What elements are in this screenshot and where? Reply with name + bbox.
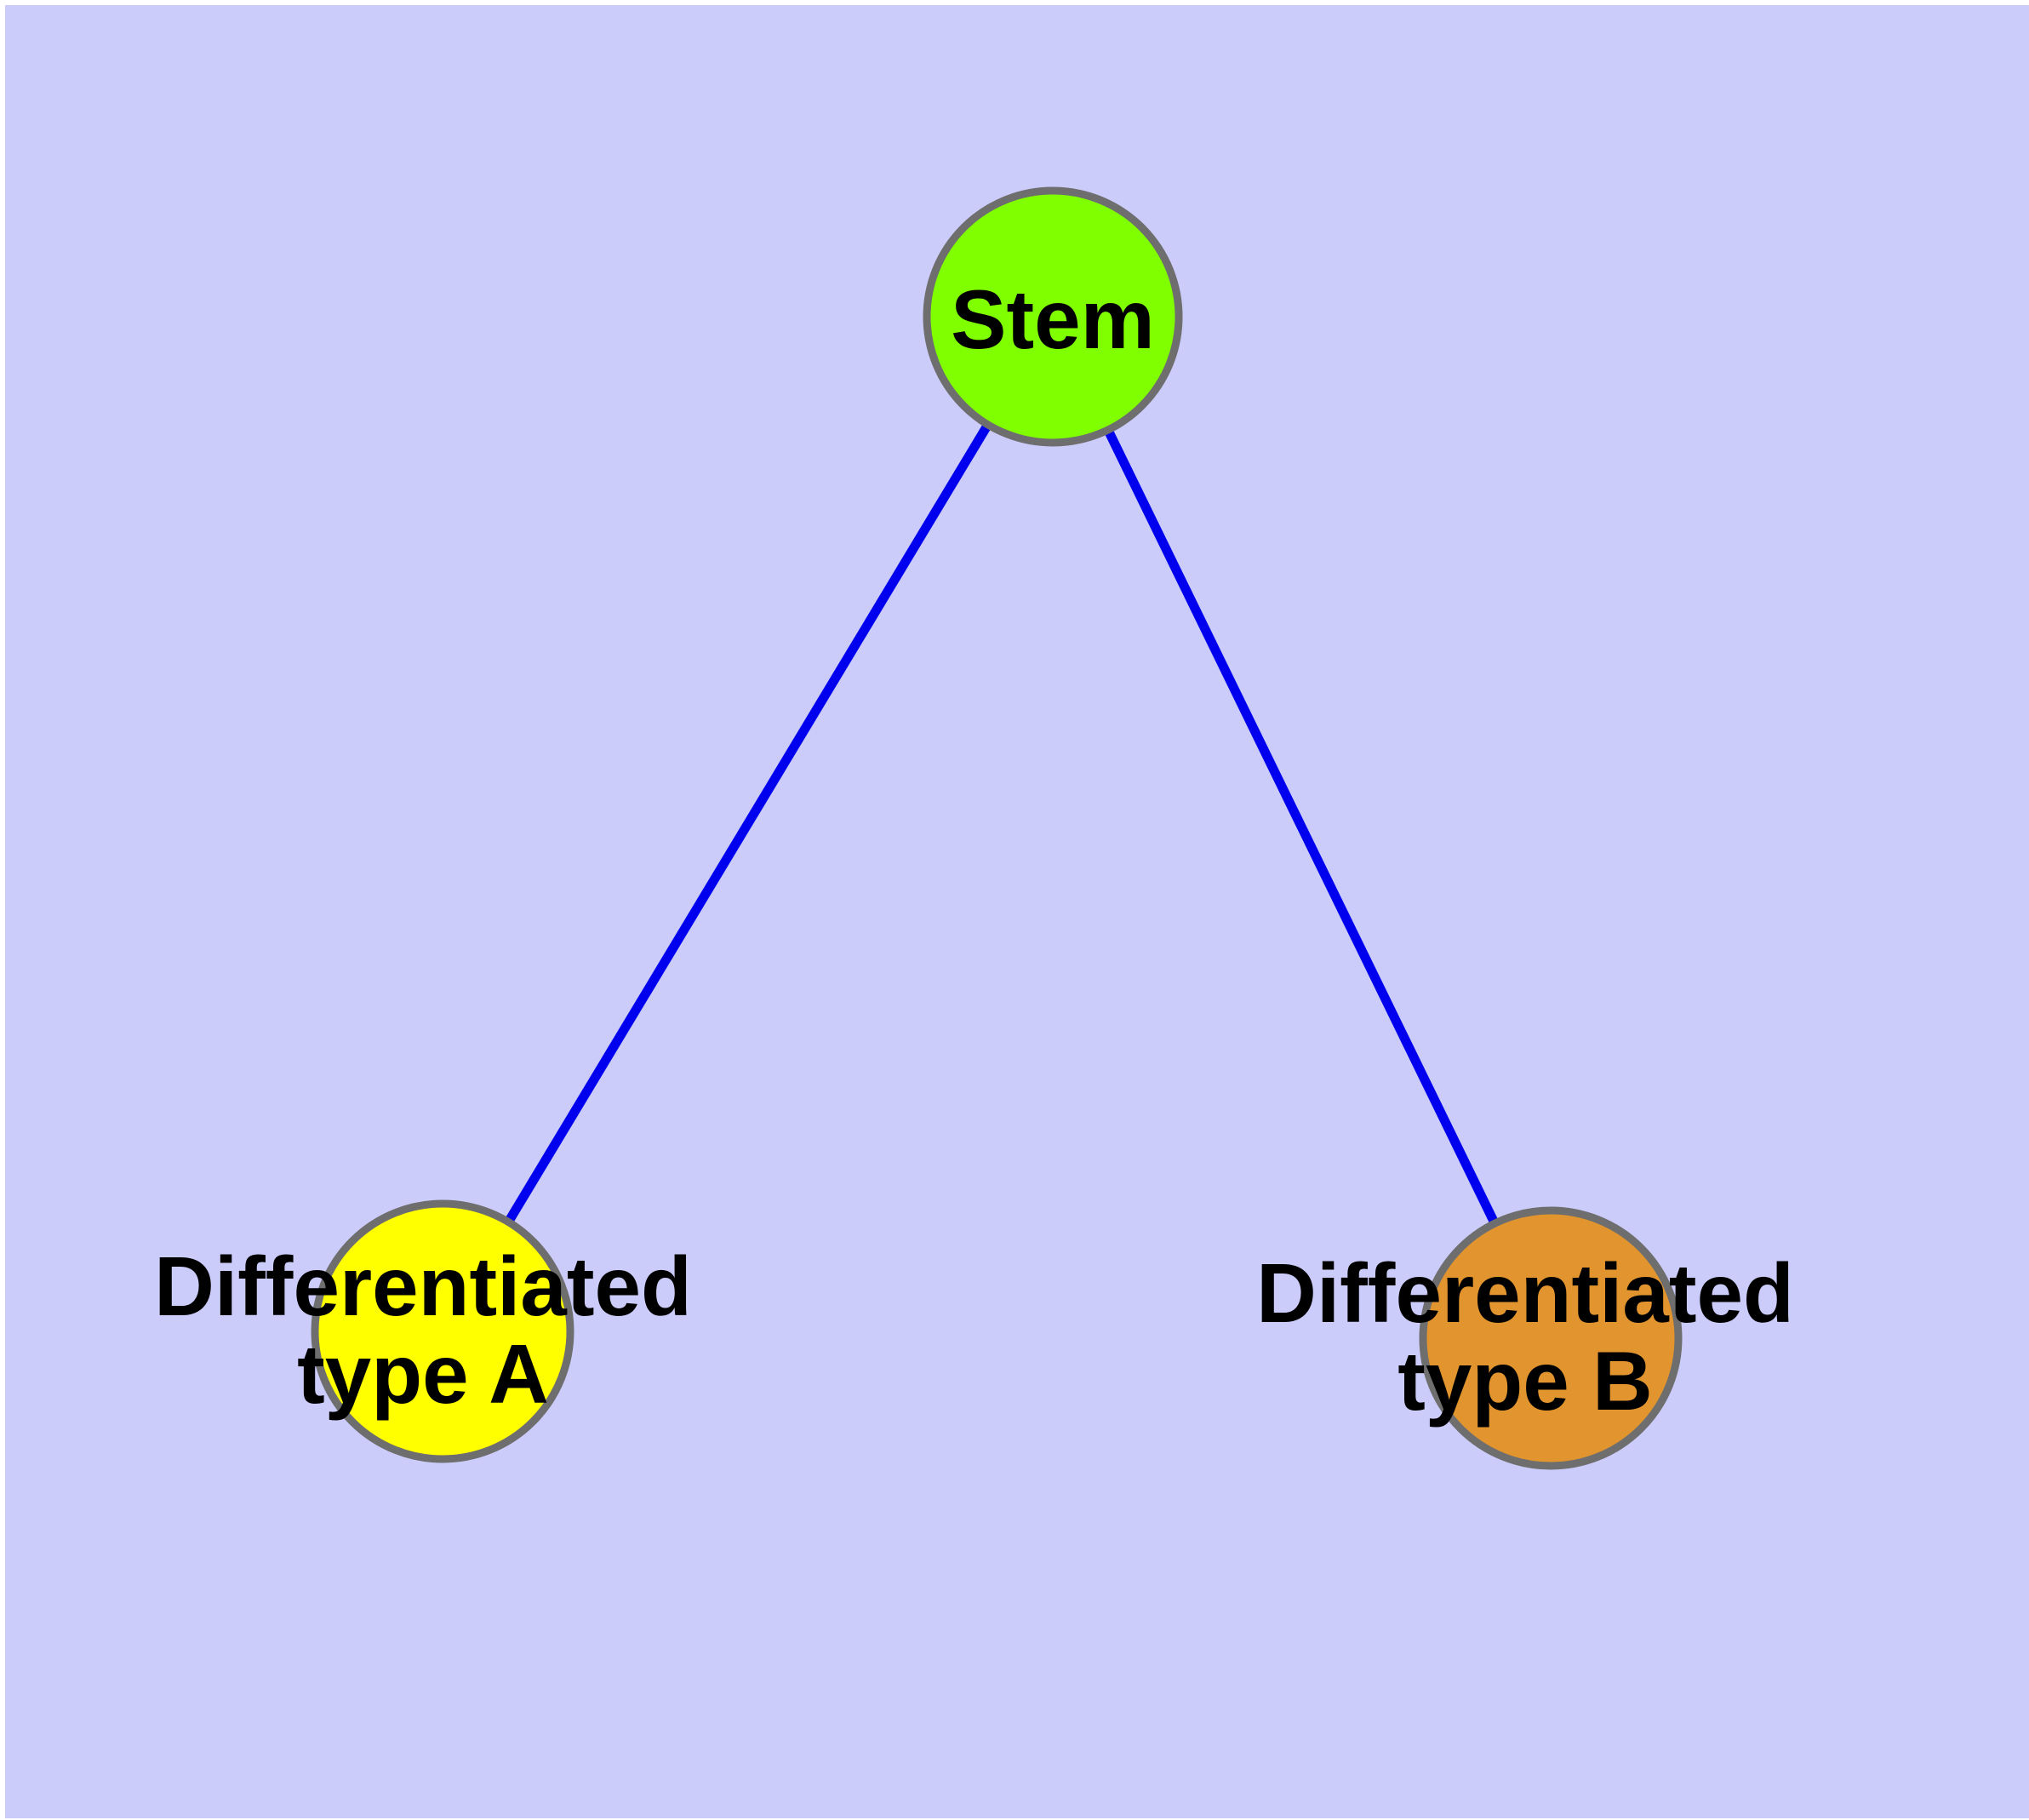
- node-label-diff-b-line2: type B: [1397, 1334, 1653, 1428]
- node-label-stem: Stem: [951, 272, 1155, 366]
- node-differentiated-type-b[interactable]: [1419, 1206, 1683, 1470]
- node-stem[interactable]: [923, 186, 1183, 447]
- edge-stem-to-diff-a[interactable]: [438, 314, 1057, 1334]
- edge-stem-to-diff-b[interactable]: [1049, 314, 1555, 1341]
- labels-layer: Stem Differentiated type A Differentiate…: [154, 272, 1794, 1428]
- node-label-diff-b-line1: Differentiated: [1256, 1246, 1794, 1340]
- node-label-diff-a-line1: Differentiated: [154, 1239, 692, 1333]
- node-differentiated-type-a[interactable]: [311, 1199, 574, 1463]
- nodes-layer: [311, 186, 1683, 1470]
- edges-layer: [438, 314, 1555, 1341]
- node-label-diff-a-line2: type A: [297, 1327, 549, 1421]
